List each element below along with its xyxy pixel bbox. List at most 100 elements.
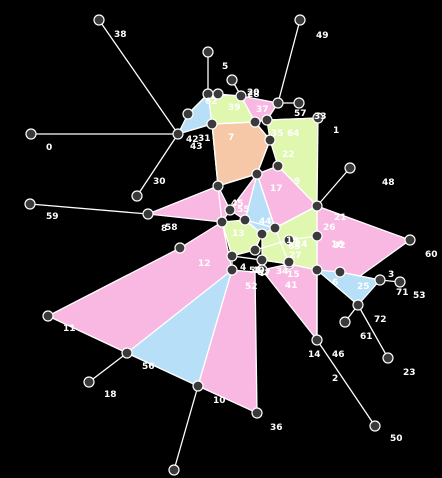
node-label: 71	[396, 288, 409, 298]
node-label: 64	[287, 129, 300, 139]
graph-node	[216, 216, 228, 228]
node-label: 56	[142, 362, 155, 372]
graph-node	[369, 420, 381, 432]
node-label: 38	[114, 30, 127, 40]
node-label: 6	[332, 278, 338, 288]
graph-node	[251, 168, 263, 180]
node-label: 60	[425, 250, 438, 260]
node-label: 35	[271, 129, 284, 139]
node-label: 46	[332, 350, 345, 360]
node-label: 72	[374, 315, 387, 325]
graph-node	[256, 228, 268, 240]
graph-node	[83, 376, 95, 388]
graph-node	[131, 190, 143, 202]
node-label: 32	[333, 241, 346, 251]
node-label: 24	[295, 240, 308, 250]
node-label: 9	[294, 177, 300, 187]
node-label: 1	[333, 126, 339, 136]
node-label: 33	[314, 112, 327, 122]
graph-node	[251, 407, 263, 419]
graph-node	[283, 256, 295, 268]
graph-node	[382, 352, 394, 364]
node-label: 34	[276, 267, 289, 277]
node-label: 44	[259, 217, 272, 227]
node-label: 50	[390, 434, 403, 444]
graph-node	[226, 264, 238, 276]
node-label: 13	[232, 229, 245, 239]
node-label: 58	[165, 223, 178, 233]
node-label: 49	[316, 31, 329, 41]
node-label: 27	[289, 251, 302, 261]
node-label: 59	[46, 212, 59, 222]
node-label: 7	[228, 133, 234, 143]
nodes	[24, 14, 416, 476]
node-label: 28	[247, 90, 260, 100]
graph-node	[334, 266, 346, 278]
node-label: 53	[413, 291, 426, 301]
node-label: 62	[205, 97, 218, 107]
graph-node	[269, 222, 281, 234]
graph-node	[344, 162, 356, 174]
graph-node	[249, 116, 261, 128]
graph-node	[404, 234, 416, 246]
node-label: 14	[308, 350, 321, 360]
graph-node	[172, 128, 184, 140]
graph-node	[142, 208, 154, 220]
graph-node	[312, 112, 324, 124]
graph-node	[202, 46, 214, 58]
graph-node	[374, 274, 386, 286]
node-label: 10	[213, 396, 226, 406]
graph-node	[239, 214, 251, 226]
node-label: 42	[186, 135, 199, 145]
graph-node	[42, 310, 54, 322]
graph-node	[182, 108, 194, 120]
graph-node	[93, 14, 105, 26]
node-label: 15	[287, 270, 300, 280]
graph-node	[212, 88, 224, 100]
node-label: 52	[245, 282, 258, 292]
node-label: 30	[153, 177, 166, 187]
node-label: 26	[323, 223, 336, 233]
graph-node	[311, 230, 323, 242]
graph-node	[294, 14, 306, 26]
node-label: 40	[252, 266, 265, 276]
graph-node	[192, 380, 204, 392]
node-label: 3	[388, 270, 394, 280]
graph-node	[261, 114, 273, 126]
graph-node	[224, 204, 236, 216]
graph-node	[352, 299, 364, 311]
node-label: 39	[228, 103, 241, 113]
graph-node	[339, 316, 351, 328]
node-label: 41	[285, 281, 298, 291]
node-label: 20	[247, 88, 260, 98]
node-label: 5	[222, 62, 228, 72]
node-label: 43	[190, 142, 203, 152]
node-label: 19	[286, 236, 299, 246]
node-label: 25	[357, 282, 370, 292]
graph-node	[256, 264, 268, 276]
graph-node	[283, 234, 295, 246]
graph-node	[235, 90, 247, 102]
node-label: 36	[270, 423, 283, 433]
node-label: 4	[240, 263, 246, 273]
face-pink-middle	[229, 173, 258, 221]
node-label: 23	[403, 368, 416, 378]
graph-node	[206, 118, 218, 130]
node-label: 37	[256, 105, 269, 115]
node-label: 8	[161, 224, 167, 234]
node-label: 17	[270, 184, 283, 194]
graph-node	[293, 97, 305, 109]
node-label: 45	[231, 199, 244, 209]
graph-node	[174, 242, 186, 254]
graph-node	[226, 74, 238, 86]
graph-node	[24, 198, 36, 210]
graph-node	[168, 464, 180, 476]
node-label: 22	[282, 150, 295, 160]
graph-node	[226, 250, 238, 262]
node-label: 12	[198, 259, 211, 269]
graph-node	[212, 180, 224, 192]
graph-node	[311, 200, 323, 212]
graph-node	[264, 134, 276, 146]
node-label: 47	[258, 269, 271, 279]
